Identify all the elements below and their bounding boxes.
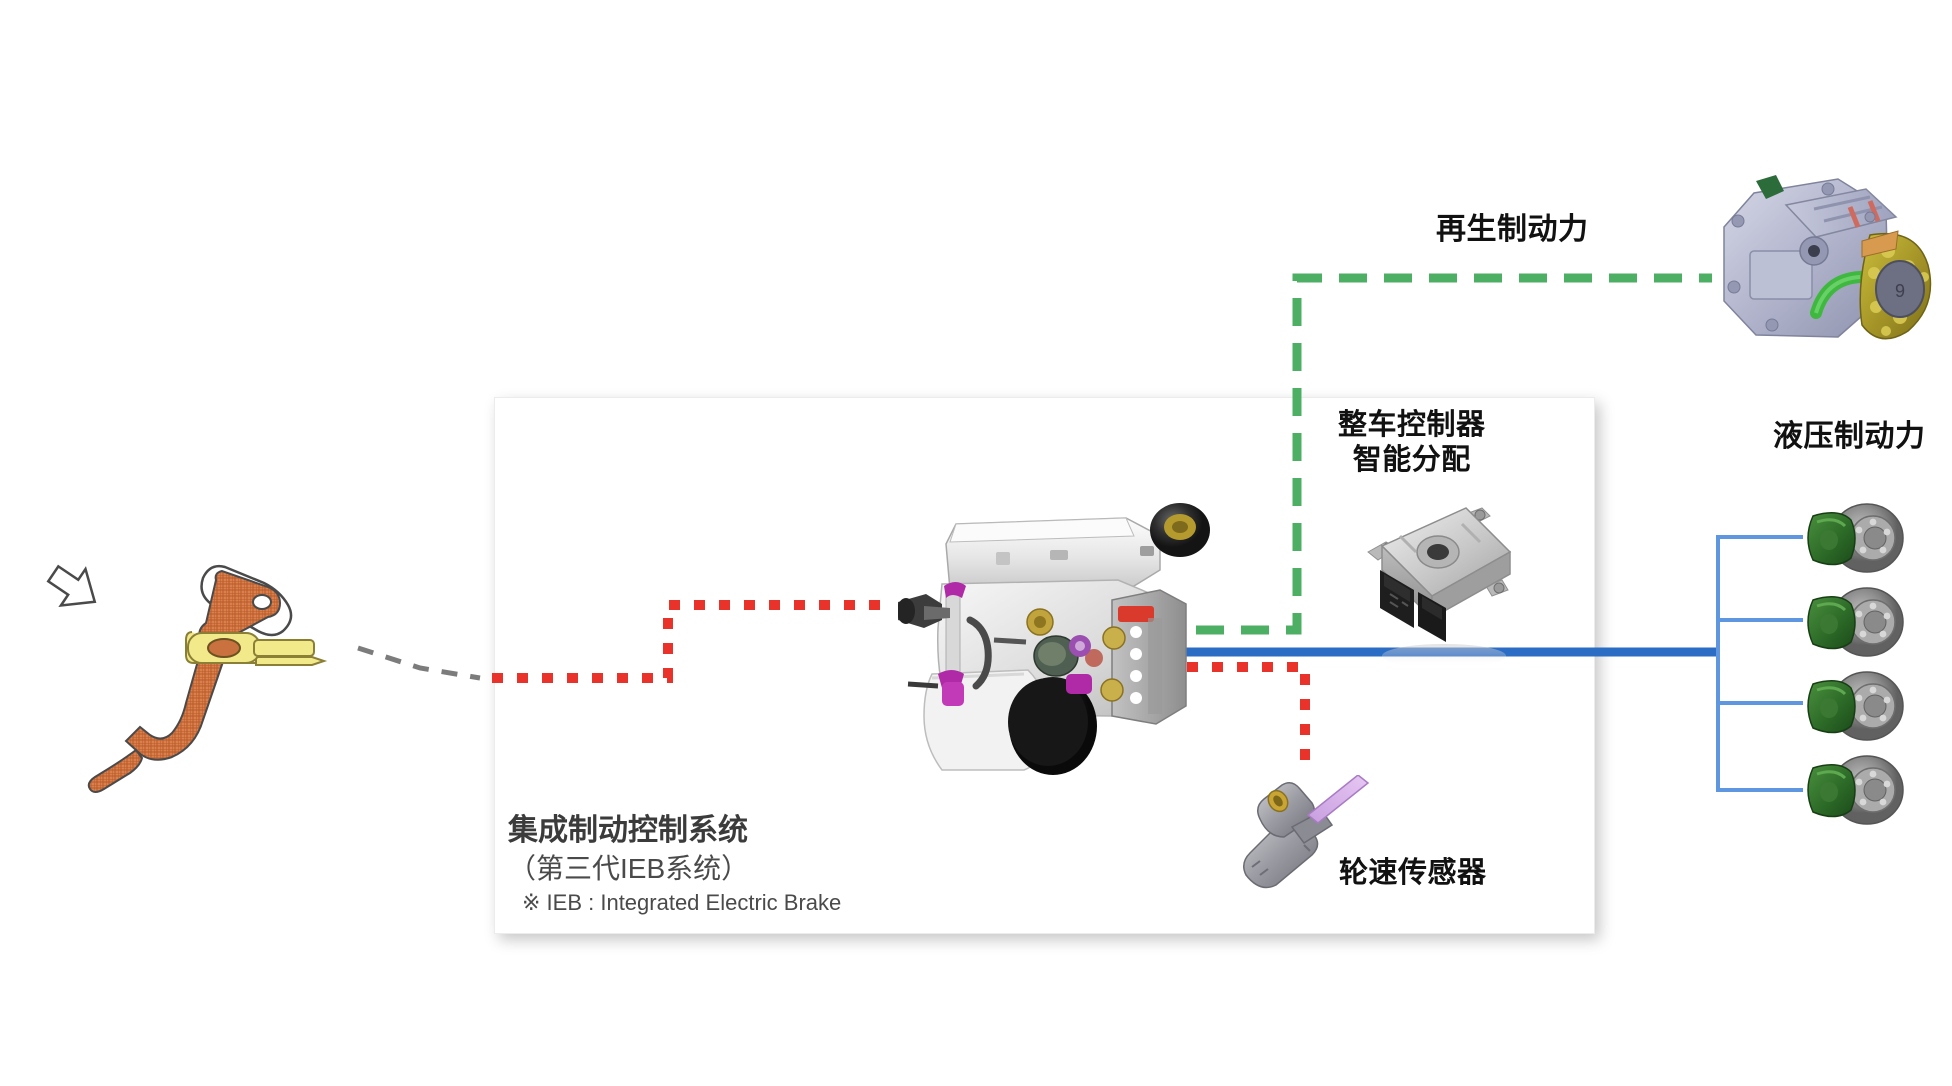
brake-disc-assemblies	[1807, 503, 1904, 825]
brake-pedal-assembly	[46, 564, 328, 793]
ieb-title-main: 集成制动控制系统	[508, 814, 748, 847]
hydraulic-branch-wheel-1	[1716, 535, 1803, 652]
hydraulic-branch-wheel-3	[1716, 652, 1803, 705]
pedal-press-arrow	[46, 564, 97, 608]
pedal-clevis-pin	[207, 638, 241, 658]
vcu-reflection	[1382, 644, 1506, 668]
svg-text:9: 9	[1895, 281, 1905, 301]
hydraulic-branch-wheel-2	[1716, 618, 1803, 652]
ieb-brass-fitting-3	[1100, 678, 1124, 702]
brake-disc-3	[1807, 671, 1904, 741]
motor-top-cover	[1784, 188, 1898, 238]
ieb-connector-pins	[1130, 626, 1142, 704]
motor-green-bracket	[1756, 175, 1784, 199]
ieb-red-marker	[1118, 606, 1154, 622]
motor-rotor-face	[1875, 260, 1925, 318]
wheel-speed-sensor-image	[1243, 775, 1370, 889]
ieb-title-sub: （第三代IEB系统）	[508, 852, 750, 884]
label-regenerative-braking-force: 再生制动力	[1436, 213, 1589, 246]
brake-disc-2	[1807, 587, 1904, 657]
label-vcu-line1: 整车控制器	[1338, 409, 1486, 441]
vehicle-control-unit-image	[1367, 507, 1512, 668]
hydraulic-branch-wheel-4	[1716, 652, 1803, 792]
ieb-bracket-purple-mid	[1066, 674, 1092, 694]
ieb-bracket-purple-top	[944, 582, 966, 598]
brake-disc-1	[1807, 503, 1904, 573]
ieb-brass-fitting-2	[1102, 626, 1126, 650]
ieb-title-block: 集成制动控制系统 （第三代IEB系统） ※ IEB : Integrated E…	[508, 812, 841, 916]
ieb-brake-pipe	[966, 616, 992, 690]
label-vehicle-control-unit: 整车控制器 智能分配	[1338, 408, 1486, 479]
label-hydraulic-braking-force: 液压制动力	[1773, 420, 1926, 453]
ieb-module-image	[898, 503, 1210, 775]
brake-disc-4	[1807, 755, 1904, 825]
ieb-port-red	[1085, 649, 1103, 667]
sensor-cable	[1306, 775, 1370, 824]
pedal-link-dashed-line	[357, 645, 481, 681]
label-wheel-speed-sensor: 轮速传感器	[1339, 857, 1487, 889]
ieb-title-note: ※ IEB : Integrated Electric Brake	[522, 889, 842, 915]
edrive-motor-image: 9	[1723, 175, 1932, 340]
label-vcu-line2: 智能分配	[1352, 444, 1471, 477]
